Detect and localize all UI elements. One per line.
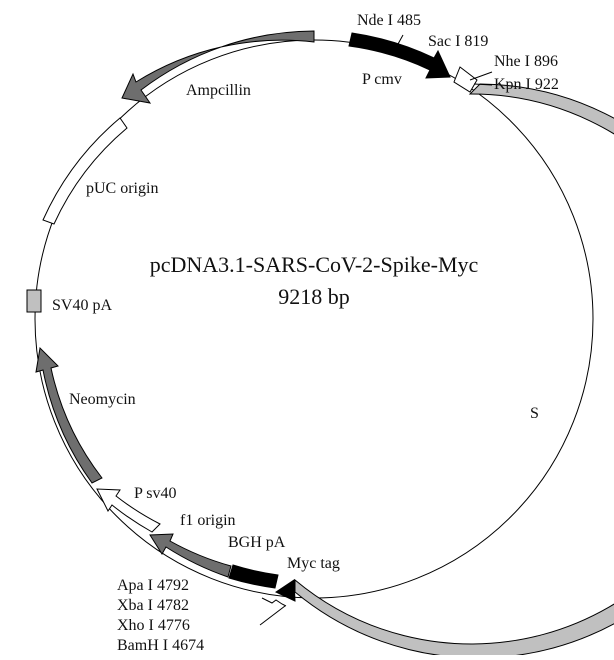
label-p-sv40: P sv40 — [134, 485, 177, 502]
sv40-pa-segment — [26, 289, 42, 313]
label-myc-tag: Myc tag — [287, 555, 340, 572]
myc-tag-arrow — [274, 579, 296, 602]
label-sv40-pa: SV40 pA — [52, 297, 112, 314]
puc-origin-segment — [42, 117, 128, 225]
leader-bamh — [259, 605, 286, 626]
label-neomycin: Neomycin — [69, 391, 136, 408]
plasmid-name: pcDNA3.1-SARS-CoV-2-Spike-Myc — [150, 252, 479, 277]
site-apa: Apa I 4792 — [117, 577, 189, 594]
plasmid-size: 9218 bp — [278, 284, 350, 309]
nhe-kpn-site-box — [453, 66, 478, 93]
site-nde: Nde I 485 — [357, 12, 421, 29]
label-bgh-pa: BGH pA — [228, 534, 286, 551]
leader-kpn — [473, 83, 493, 86]
label-ampicillin: Ampcillin — [186, 82, 251, 99]
site-xba: Xba I 4782 — [117, 597, 189, 614]
bgh-pa-segment — [228, 564, 279, 589]
p-sv40-arrow — [96, 488, 161, 533]
site-sac: Sac I 819 — [428, 33, 488, 50]
site-kpn: Kpn I 922 — [494, 76, 559, 93]
label-puc-origin: pUC origin — [86, 180, 158, 197]
site-bamh: BamH I 4674 — [117, 637, 204, 654]
f1-origin-arrow — [149, 533, 232, 578]
site-xho: Xho I 4776 — [117, 617, 190, 634]
neomycin-arrow — [35, 346, 103, 484]
site-nhe: Nhe I 896 — [494, 53, 558, 70]
leader-bottom-sites — [261, 597, 287, 607]
p-cmv-arrow — [348, 32, 451, 79]
s-gene-arc — [294, 83, 614, 659]
ampicillin-arrow — [121, 30, 315, 104]
label-f1-origin: f1 origin — [180, 512, 236, 529]
label-p-cmv: P cmv — [362, 71, 402, 88]
leader-nhe — [469, 71, 493, 81]
leader-nde — [397, 34, 404, 45]
label-s: S — [530, 405, 539, 422]
